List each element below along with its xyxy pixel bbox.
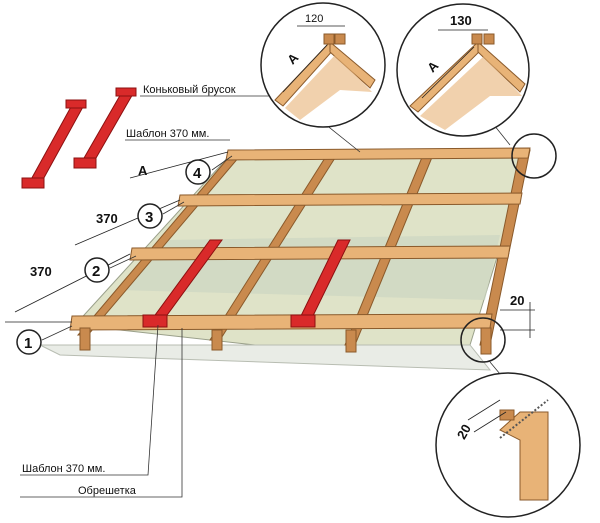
dim-20-overhang: 20	[510, 293, 524, 308]
battens	[69, 147, 531, 331]
label-leaders	[20, 95, 361, 498]
svg-text:130: 130	[450, 13, 472, 28]
label-ridge-bar: Коньковый брусок	[143, 84, 236, 96]
batten-number-3: 3	[137, 201, 185, 229]
template-on-roof-right	[290, 239, 351, 328]
batten-1	[69, 313, 493, 331]
svg-text:4: 4	[193, 165, 202, 182]
svg-text:3: 3	[145, 209, 153, 226]
svg-text:120: 120	[305, 13, 323, 25]
dim-a-top: A	[138, 163, 148, 178]
batten-number-2: 2	[84, 255, 137, 283]
marker-circle-ridge	[511, 133, 557, 179]
dim-370-lower: 370	[30, 264, 52, 279]
batten-2	[129, 245, 511, 261]
template-loose-1	[21, 99, 87, 189]
detail-ridge-130: 130 A	[396, 3, 530, 137]
label-batten: Обрешетка	[78, 485, 137, 497]
template-on-roof-left	[142, 239, 223, 328]
svg-text:2: 2	[92, 263, 100, 280]
detail-eave-20: 20	[435, 372, 581, 518]
marker-circle-eave	[460, 317, 506, 363]
template-loose-2	[73, 87, 137, 169]
lower-film	[39, 344, 492, 371]
batten-3	[177, 192, 523, 207]
batten-4	[225, 147, 531, 161]
svg-text:20: 20	[454, 422, 474, 442]
dim-370-upper: 370	[96, 211, 118, 226]
batten-number-4: 4	[185, 155, 233, 185]
rafter-tails	[79, 327, 492, 355]
detail-ridge-120: 120 A	[260, 2, 386, 128]
batten-number-1: 1	[16, 325, 73, 355]
label-template-top: Шаблон 370 мм.	[126, 128, 209, 140]
svg-text:1: 1	[24, 335, 32, 352]
dimension-lines	[5, 151, 535, 338]
label-template-bottom: Шаблон 370 мм.	[22, 463, 105, 475]
